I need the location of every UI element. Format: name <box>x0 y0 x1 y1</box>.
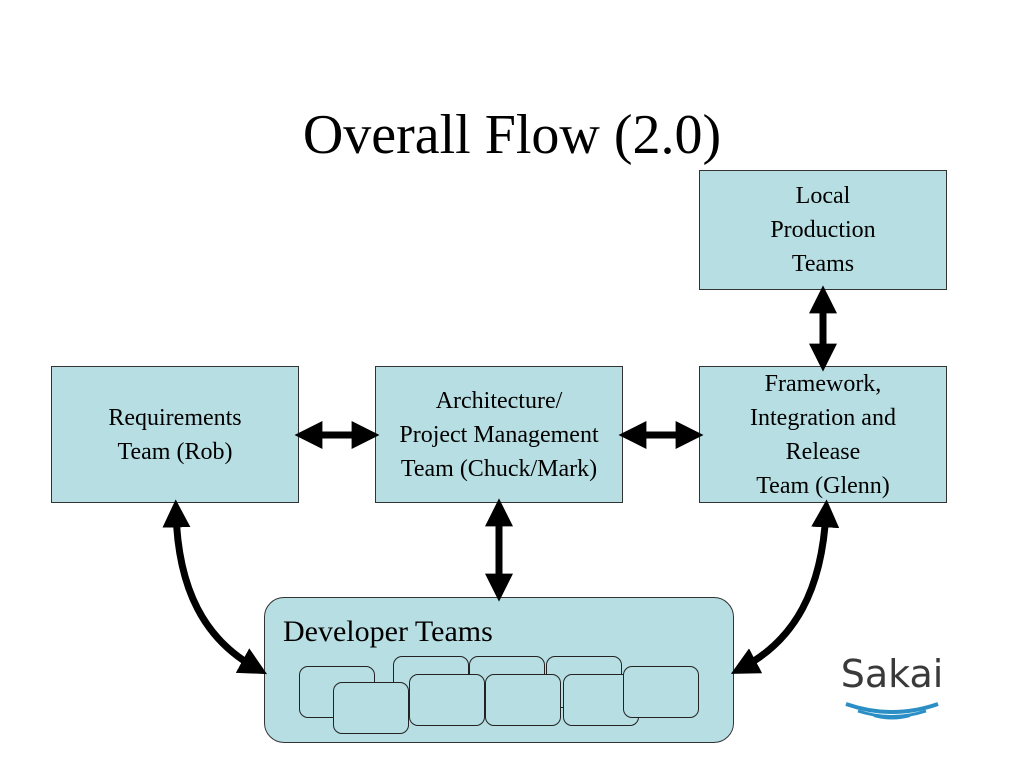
developer-team-card <box>623 666 699 718</box>
developer-team-card <box>409 674 485 726</box>
developer-team-card <box>485 674 561 726</box>
arrow-requirements-developer <box>162 499 268 675</box>
architecture-team-box: Architecture/ Project Management Team (C… <box>375 366 623 503</box>
local-production-teams-box: Local Production Teams <box>699 170 947 290</box>
developer-team-card <box>333 682 409 734</box>
water-wave-icon <box>845 702 939 720</box>
framework-release-team-box: Framework, Integration and Release Team … <box>699 366 947 503</box>
arrow-framework-developer <box>730 499 840 674</box>
sakai-logo: Sakai <box>836 650 948 720</box>
sakai-logo-text: Sakai <box>840 652 944 696</box>
developer-teams-label: Developer Teams <box>283 615 493 648</box>
requirements-team-box: Requirements Team (Rob) <box>51 366 299 503</box>
slide-title: Overall Flow (2.0) <box>302 104 722 166</box>
